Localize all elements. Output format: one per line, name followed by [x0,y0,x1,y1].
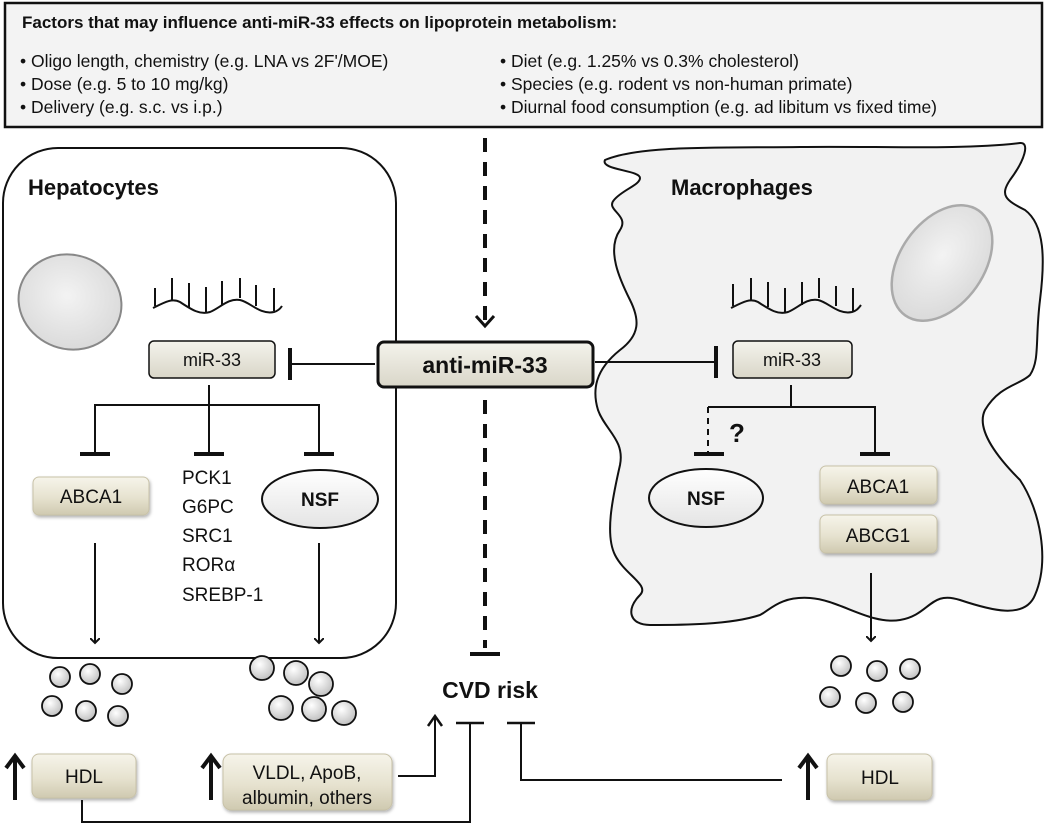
mac-hdl-box[interactable] [826,753,933,801]
question-mark: ? [729,418,745,448]
mac-hdl-label: HDL [861,768,899,789]
vldl-box[interactable] [222,753,393,811]
anti-mir33-label: anti-miR-33 [422,352,547,378]
mac-nsf-ellipse[interactable]: NSF [648,468,764,528]
hep-hdl-to-cvd-line [81,723,471,823]
hep-abca1-box[interactable] [32,476,150,516]
arrow-up-icon [426,713,444,727]
mac-mir33-box[interactable]: miR-33 [732,340,853,379]
gene-item: G6PC [182,497,234,518]
mac-mir33-label: miR-33 [763,350,821,370]
mac-abca1-box[interactable] [819,465,938,505]
hep-branch-lines [94,385,320,440]
mac-nsf-label: NSF [687,489,725,510]
factor-item: • Diet (e.g. 1.25% vs 0.3% cholesterol) [500,51,799,71]
arrow-vldl-to-cvd [398,717,436,777]
hep-mir33-label: miR-33 [183,350,241,370]
factors-title: Factors that may influence anti-miR-33 e… [22,13,617,32]
factor-item: • Diurnal food consumption (e.g. ad libi… [500,97,937,117]
hep-hdl-label: HDL [65,767,103,788]
anti-mir33-box[interactable]: anti-miR-33 [376,340,595,389]
hep-hdl-box[interactable] [31,753,137,799]
hdl-particles-hep [41,663,133,727]
hepatocyte-nucleus [17,253,123,351]
factors-box: Factors that may influence anti-miR-33 e… [3,1,1044,129]
vldl-label-line1: VLDL, ApoB, [253,763,362,784]
factor-item: • Species (e.g. rodent vs non-human prim… [500,74,852,94]
hep-mir33-box[interactable]: miR-33 [148,340,276,379]
mirna-strand-icon [730,278,862,314]
macrophage-nucleus [890,204,994,322]
hepatocyte-cell [2,147,397,659]
gene-item: SRC1 [182,526,233,547]
vldl-particles [249,655,357,726]
mirna-strand-icon [152,278,283,314]
mac-branch-lines [708,385,876,454]
hep-nsf-ellipse[interactable]: NSF [261,469,379,529]
factor-item: • Dose (e.g. 5 to 10 mg/kg) [20,74,228,94]
factor-item: • Oligo length, chemistry (e.g. LNA vs 2… [20,51,388,71]
vldl-label-line2: albumin, others [242,788,372,809]
up-arrow-icon [797,752,819,800]
arrow-down-icon [474,314,496,329]
gene-item: PCK1 [182,468,232,489]
gene-item: RORα [182,555,235,576]
mac-hdl-to-cvd-line [520,723,782,781]
hepatocytes-title: Hepatocytes [28,175,159,200]
up-arrow-icon [4,752,26,800]
macrophages-title: Macrophages [671,175,813,200]
factor-item: • Delivery (e.g. s.c. vs i.p.) [20,97,223,117]
gene-item: SREBP-1 [182,585,263,606]
mac-abcg1-label: ABCG1 [846,526,910,547]
mac-abca1-label: ABCA1 [847,477,909,498]
up-arrow-icon [200,752,222,800]
cvd-risk-label: CVD risk [442,677,538,703]
mac-abcg1-box[interactable] [819,514,938,554]
hep-abca1-label: ABCA1 [60,487,122,508]
hdl-particles-mac [819,655,921,714]
hep-nsf-label: NSF [301,490,339,511]
